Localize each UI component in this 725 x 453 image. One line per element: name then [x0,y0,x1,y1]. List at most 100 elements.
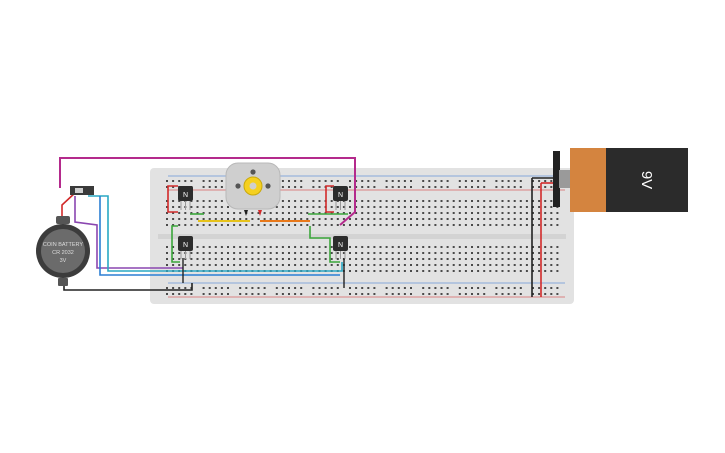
rail-hole[interactable] [324,287,327,289]
terminal-hole[interactable] [495,224,498,226]
rail-hole[interactable] [483,287,486,289]
terminal-hole[interactable] [489,258,492,260]
terminal-hole[interactable] [434,270,437,272]
terminal-hole[interactable] [446,224,449,226]
coin-battery[interactable]: COIN BATTERY CR 2032 3V [36,216,90,286]
terminal-hole[interactable] [416,270,419,272]
rail-hole[interactable] [294,287,297,289]
terminal-hole[interactable] [385,224,388,226]
slide-switch[interactable] [70,186,94,195]
terminal-hole[interactable] [312,252,315,254]
terminal-hole[interactable] [367,246,370,248]
rail-hole[interactable] [349,180,351,182]
terminal-hole[interactable] [556,252,559,254]
terminal-hole[interactable] [275,246,278,248]
terminal-hole[interactable] [410,224,412,226]
terminal-hole[interactable] [525,224,528,226]
rail-hole[interactable] [410,287,412,289]
terminal-hole[interactable] [208,206,211,208]
rail-hole[interactable] [458,186,461,188]
terminal-hole[interactable] [166,206,168,208]
terminal-hole[interactable] [349,224,351,226]
terminal-hole[interactable] [288,264,290,266]
terminal-hole[interactable] [397,218,400,220]
terminal-hole[interactable] [477,224,480,226]
terminal-hole[interactable] [166,218,168,220]
rail-hole[interactable] [538,293,541,295]
terminal-hole[interactable] [471,206,473,208]
terminal-hole[interactable] [471,258,473,260]
terminal-hole[interactable] [532,212,534,214]
rail-hole[interactable] [239,293,242,295]
terminal-hole[interactable] [428,212,431,214]
terminal-hole[interactable] [525,206,528,208]
rail-hole[interactable] [519,186,522,188]
terminal-hole[interactable] [178,264,181,266]
terminal-hole[interactable] [239,224,242,226]
terminal-hole[interactable] [434,218,437,220]
terminal-hole[interactable] [471,200,473,202]
terminal-hole[interactable] [342,206,345,208]
terminal-hole[interactable] [306,264,309,266]
terminal-hole[interactable] [495,218,498,220]
terminal-hole[interactable] [239,252,242,254]
terminal-hole[interactable] [379,200,382,202]
terminal-hole[interactable] [556,270,559,272]
terminal-hole[interactable] [233,212,236,214]
terminal-hole[interactable] [227,218,229,220]
rail-hole[interactable] [227,287,229,289]
terminal-hole[interactable] [428,252,431,254]
rail-hole[interactable] [507,180,510,182]
terminal-hole[interactable] [464,264,467,266]
terminal-hole[interactable] [483,224,486,226]
terminal-hole[interactable] [324,252,327,254]
terminal-hole[interactable] [306,258,309,260]
terminal-hole[interactable] [257,252,260,254]
terminal-hole[interactable] [355,258,358,260]
terminal-hole[interactable] [385,270,388,272]
rail-hole[interactable] [464,180,467,182]
terminal-hole[interactable] [452,212,455,214]
rail-hole[interactable] [208,287,211,289]
terminal-hole[interactable] [544,258,547,260]
terminal-hole[interactable] [538,246,541,248]
rail-hole[interactable] [349,293,351,295]
terminal-hole[interactable] [172,246,175,248]
rail-hole[interactable] [495,180,498,182]
terminal-hole[interactable] [422,218,425,220]
terminal-hole[interactable] [239,264,242,266]
rail-hole[interactable] [556,293,559,295]
terminal-hole[interactable] [471,264,473,266]
terminal-hole[interactable] [324,258,327,260]
terminal-hole[interactable] [367,252,370,254]
terminal-hole[interactable] [434,206,437,208]
terminal-hole[interactable] [294,218,297,220]
rail-hole[interactable] [495,186,498,188]
terminal-hole[interactable] [410,206,412,208]
rail-hole[interactable] [288,186,290,188]
terminal-hole[interactable] [166,212,168,214]
terminal-hole[interactable] [294,264,297,266]
rail-hole[interactable] [312,180,315,182]
terminal-hole[interactable] [452,258,455,260]
terminal-hole[interactable] [477,270,480,272]
terminal-hole[interactable] [391,252,394,254]
terminal-hole[interactable] [452,264,455,266]
terminal-hole[interactable] [440,258,443,260]
terminal-hole[interactable] [166,252,168,254]
rail-hole[interactable] [477,186,480,188]
terminal-hole[interactable] [373,258,376,260]
terminal-hole[interactable] [227,246,229,248]
terminal-hole[interactable] [312,258,315,260]
terminal-hole[interactable] [227,264,229,266]
transistor-4[interactable]: N [333,236,348,259]
terminal-hole[interactable] [391,212,394,214]
terminal-hole[interactable] [452,206,455,208]
terminal-hole[interactable] [318,212,321,214]
terminal-hole[interactable] [428,206,431,208]
rail-hole[interactable] [214,180,217,182]
terminal-hole[interactable] [202,246,205,248]
rail-hole[interactable] [361,186,364,188]
rail-hole[interactable] [422,293,425,295]
terminal-hole[interactable] [288,246,290,248]
